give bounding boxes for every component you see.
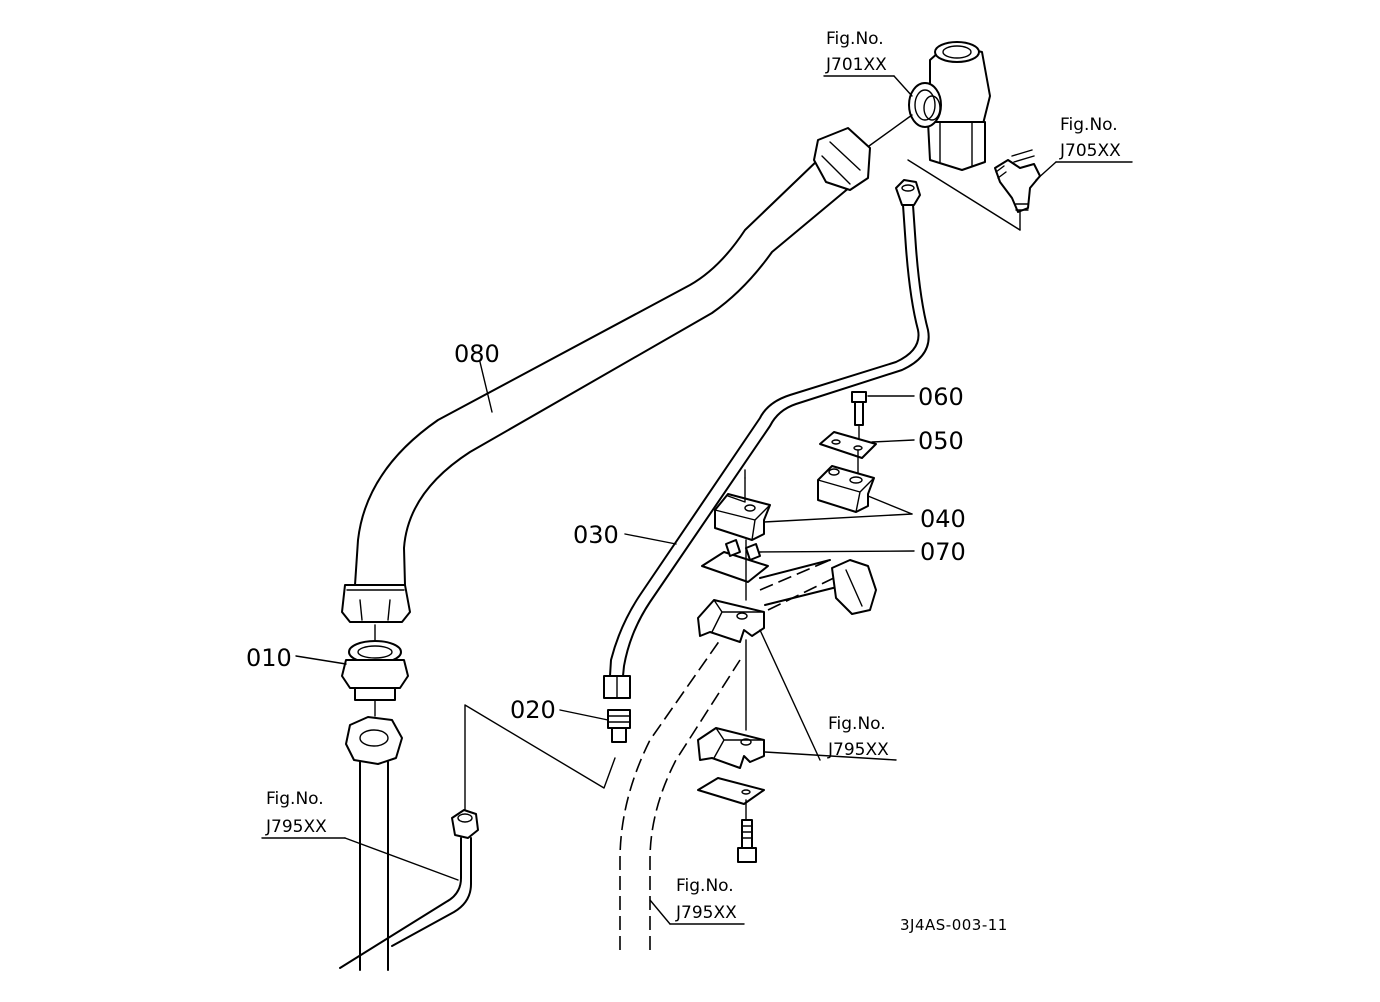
tee-fitting-j705 [907, 149, 1041, 231]
figure-ref-caption: Fig.No. [828, 714, 886, 734]
nut-080-lower [341, 584, 411, 623]
mount-pipe-right [759, 559, 877, 615]
lower-left-pipe [345, 716, 403, 971]
clamp-lower-j795 [697, 599, 765, 863]
figure-ref-number: J795XX [827, 740, 889, 760]
label-080: 080 [454, 340, 500, 368]
leader-lines [261, 75, 1133, 925]
tube-030 [603, 179, 930, 699]
figure-ref-j795-left: Fig.No. J795XX [265, 789, 327, 837]
label-030: 030 [573, 521, 619, 549]
figure-ref-number: J705XX [1059, 141, 1121, 161]
figure-ref-j705: Fig.No. J705XX [1059, 115, 1121, 161]
label-010: 010 [246, 644, 292, 672]
fitting-010 [341, 624, 409, 717]
figure-ref-j795-center: Fig.No. J795XX [675, 876, 737, 923]
figure-ref-caption: Fig.No. [826, 29, 884, 49]
bolt-060 [851, 391, 867, 443]
drawing-code: 3J4AS-003-11 [900, 916, 1008, 934]
label-050: 050 [918, 427, 964, 455]
figure-ref-caption: Fig.No. [266, 789, 324, 809]
connector-020 [607, 709, 631, 743]
figure-ref-j701: Fig.No. J701XX [825, 29, 887, 75]
clamp-040-right [817, 465, 875, 513]
figure-ref-j795-right: Fig.No. J795XX [827, 714, 889, 760]
label-060: 060 [918, 383, 964, 411]
label-020: 020 [510, 696, 556, 724]
nut-080-upper [813, 127, 871, 191]
label-070: 070 [920, 538, 966, 566]
small-pipe-left [339, 704, 616, 969]
plate-050 [819, 431, 877, 475]
label-040: 040 [920, 505, 966, 533]
plate-070 [701, 539, 769, 601]
figure-ref-caption: Fig.No. [1060, 115, 1118, 135]
tee-fitting-j701 [868, 41, 991, 171]
figure-ref-number: J701XX [825, 55, 887, 75]
figure-ref-caption: Fig.No. [676, 876, 734, 896]
figure-ref-number: J795XX [265, 817, 327, 837]
figure-ref-number: J795XX [675, 903, 737, 923]
clamp-040-left [714, 469, 771, 541]
pipe-080 [341, 127, 871, 623]
frame-outline-dashed [619, 559, 841, 950]
